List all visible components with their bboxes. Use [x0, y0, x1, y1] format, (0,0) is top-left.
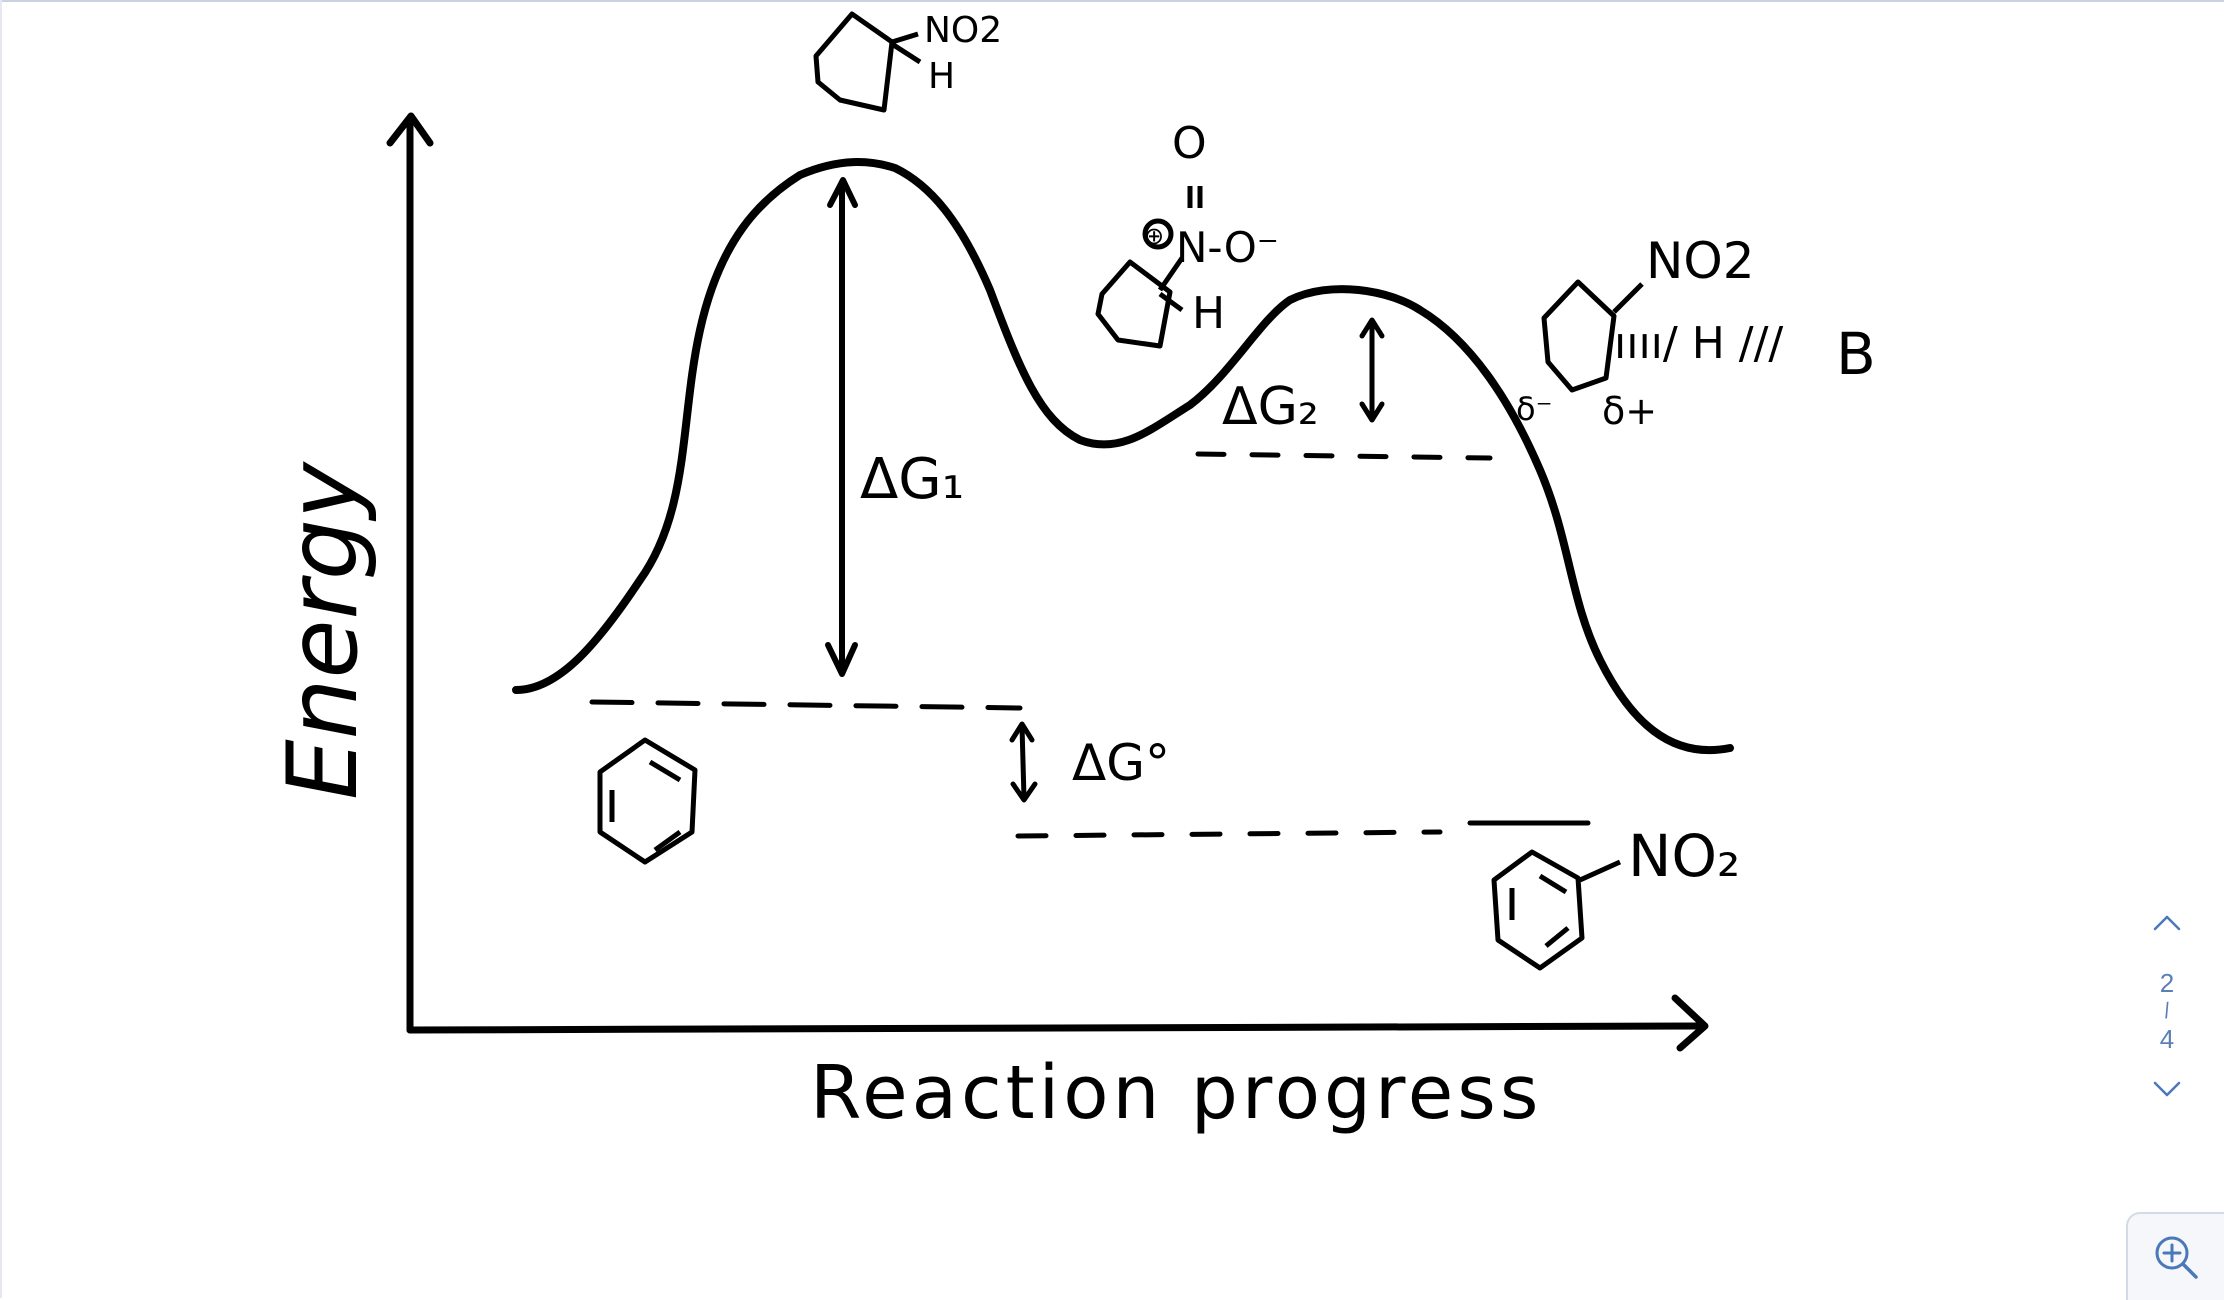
- ts2-delta-minus-label: δ⁻: [1516, 390, 1552, 428]
- intermediate-energy-level: [1195, 451, 1493, 461]
- delta-g2-label: ΔG₂: [1222, 377, 1319, 437]
- ts2-ring-icon: [1541, 279, 1644, 393]
- zoom-button[interactable]: [2126, 1212, 2224, 1300]
- delta-g2-arrow: [1359, 317, 1385, 423]
- intermediate-ring-icon: [1095, 186, 1203, 349]
- ts1-no2-label: NO2: [924, 10, 1002, 51]
- product-energy-level: [1015, 829, 1443, 839]
- ts2-base-label: B: [1836, 320, 1876, 388]
- reaction-energy-curve: [512, 158, 1734, 755]
- benzene-reactant-icon: [597, 737, 698, 865]
- page-down-button[interactable]: [2144, 1066, 2190, 1112]
- zoom-in-icon: [2155, 1236, 2198, 1279]
- ts2-partial-bonds-label: ıııı/ H ///: [1614, 318, 1783, 369]
- reactant-energy-level: [589, 699, 1023, 711]
- product-no2-label: NO₂: [1628, 822, 1740, 890]
- chevron-up-icon: [2153, 915, 2181, 931]
- page-up-button[interactable]: [2144, 900, 2190, 946]
- total-pages-number: 4: [2159, 1024, 2175, 1054]
- intermediate-n-label: N-O⁻: [1176, 223, 1279, 272]
- ts2-delta-plus-label: δ+: [1602, 389, 1657, 433]
- chevron-down-icon: [2153, 1081, 2181, 1097]
- nitrobenzene-product-icon: [1491, 849, 1622, 971]
- page-separator: /: [2161, 997, 2173, 1024]
- ts1-h-label: H: [928, 56, 955, 97]
- x-axis: [406, 994, 1709, 1052]
- ts2-no2-label: NO2: [1646, 232, 1755, 290]
- delta-g0-label: ΔG°: [1072, 734, 1170, 792]
- delta-g0-arrow: [1009, 721, 1038, 803]
- delta-g1-label: ΔG₁: [860, 447, 964, 512]
- intermediate-o-label: O: [1172, 118, 1207, 169]
- ts1-cyclohexadienyl-icon: [813, 11, 922, 113]
- intermediate-h-label: H: [1192, 288, 1225, 339]
- delta-g1-arrow: [825, 177, 858, 677]
- left-border: [0, 0, 2, 1298]
- current-page-number: 2: [2159, 968, 2175, 998]
- top-border: [0, 0, 2224, 2]
- intermediate-plus-label: ⊕: [1144, 222, 1164, 250]
- page-navigator: 2 / 4: [2144, 900, 2190, 1112]
- y-axis: [386, 112, 434, 1034]
- y-axis-label: Energy: [267, 461, 379, 800]
- x-axis-label: Reaction progress: [810, 1050, 1542, 1136]
